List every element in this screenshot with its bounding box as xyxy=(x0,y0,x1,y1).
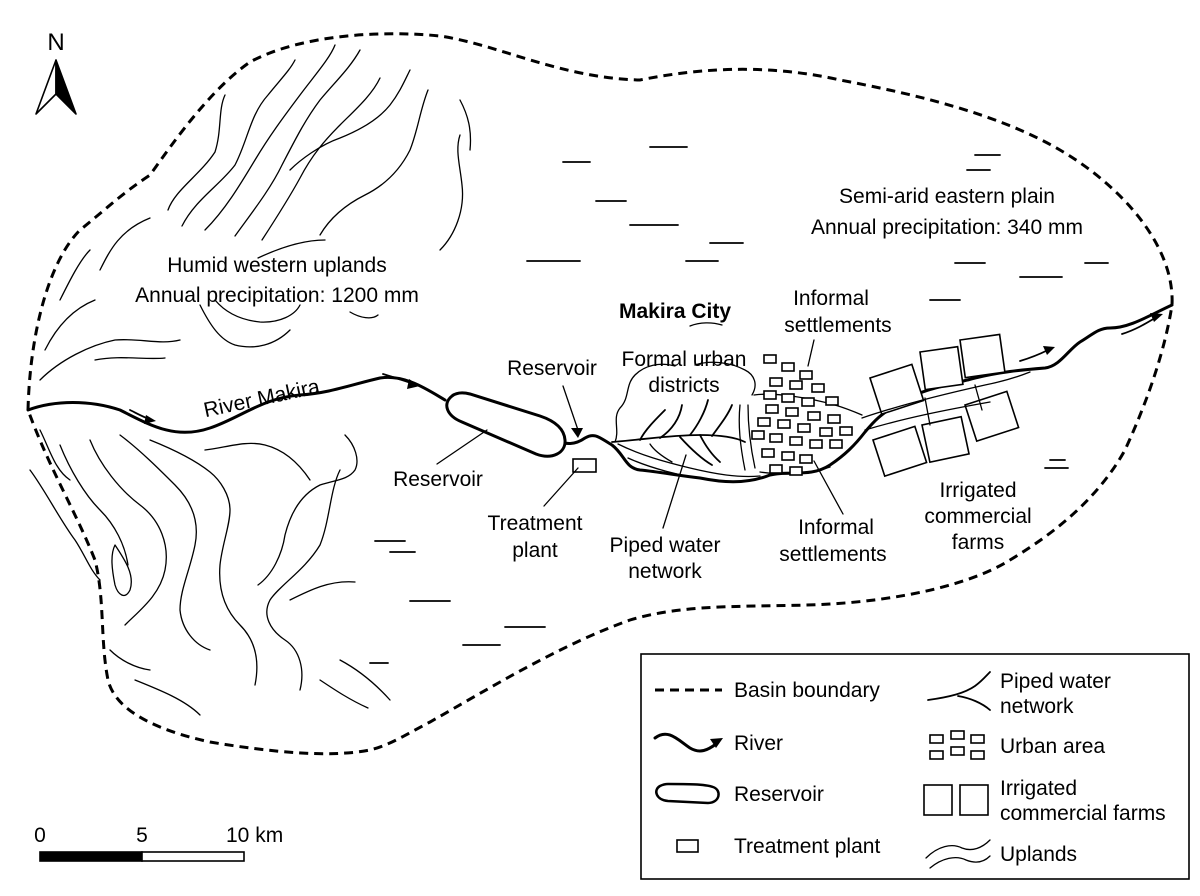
leader-lines xyxy=(436,339,844,529)
piped-label-2: network xyxy=(628,560,702,583)
legend-piped-icon xyxy=(927,671,991,711)
uplands-north xyxy=(39,44,472,381)
informal-bottom-label-1: Informal xyxy=(798,516,874,539)
informal-bottom-label-2: settlements xyxy=(779,543,886,566)
river-makira xyxy=(26,303,1174,484)
region-west-name: Humid western uplands xyxy=(167,254,386,277)
river-label: River Makira xyxy=(202,375,322,422)
scale-bar-dark xyxy=(39,851,143,862)
legend-piped-label-2: network xyxy=(1000,695,1074,718)
farms-label-3: farms xyxy=(952,531,1005,554)
reservoir-label-1: Reservoir xyxy=(393,468,483,491)
formal-label-2: districts xyxy=(648,374,719,397)
legend-farms-icon xyxy=(923,784,989,816)
region-east-name: Semi-arid eastern plain xyxy=(839,185,1055,208)
city-label: Makira City xyxy=(619,300,731,323)
farms-label-1: Irrigated xyxy=(939,479,1016,502)
north-arrow-right-half xyxy=(55,59,77,115)
legend-river-label: River xyxy=(734,732,783,755)
region-east-precip: Annual precipitation: 340 mm xyxy=(811,216,1083,239)
formal-label-1: Formal urban xyxy=(622,348,747,371)
legend-treatment-label: Treatment plant xyxy=(734,835,880,858)
scale-tick-10: 10 km xyxy=(226,824,283,847)
north-arrow-left-half xyxy=(35,59,57,115)
legend-frame xyxy=(640,653,1190,880)
piped-water-network xyxy=(611,434,746,443)
legend-farms-label-1: Irrigated xyxy=(1000,777,1077,800)
north-arrow: N xyxy=(35,29,77,115)
reservoir-shape xyxy=(445,391,567,458)
scale-bar-light xyxy=(141,851,245,862)
legend-piped-label-1: Piped water xyxy=(1000,670,1111,693)
region-west-precip: Annual precipitation: 1200 mm xyxy=(135,284,419,307)
treatment-label-1: Treatment xyxy=(488,512,583,535)
legend-river-icon xyxy=(653,732,723,753)
makira-city xyxy=(611,322,761,481)
north-label: N xyxy=(47,29,64,56)
scale-tick-0: 0 xyxy=(34,824,46,847)
irrigated-farms xyxy=(861,333,1031,478)
legend-uplands-label: Uplands xyxy=(1000,843,1077,866)
uplands-south xyxy=(29,429,391,716)
legend-urban-label: Urban area xyxy=(1000,735,1105,758)
plain-dashes xyxy=(369,146,1109,664)
legend-uplands-icon xyxy=(925,839,991,869)
scale-tick-5: 5 xyxy=(136,824,148,847)
reservoir-label-2: Reservoir xyxy=(507,357,597,380)
farms-label-2: commercial xyxy=(924,505,1031,528)
informal-top-label-2: settlements xyxy=(784,314,891,337)
legend-reservoir-label: Reservoir xyxy=(734,783,824,806)
informal-settlements xyxy=(751,354,863,476)
basin-boundary xyxy=(26,32,1174,756)
treatment-plant-symbol xyxy=(572,458,597,473)
flow-arrow-4 xyxy=(1121,317,1156,335)
scale-bar: 0 5 10 km xyxy=(34,824,283,862)
informal-top-label-1: Informal xyxy=(793,287,869,310)
piped-label-1: Piped water xyxy=(610,534,721,557)
legend-reservoir-icon xyxy=(655,782,720,805)
legend-farms-label-2: commercial farms xyxy=(1000,802,1166,825)
legend: Basin boundary River Reservoir Treatment… xyxy=(640,653,1190,880)
river-line xyxy=(26,375,447,434)
legend-urban-icon xyxy=(929,730,985,760)
legend-boundary-label: Basin boundary xyxy=(734,679,880,702)
flow-arrow-3 xyxy=(1019,349,1049,362)
legend-treatment-icon xyxy=(676,839,699,853)
treatment-label-2: plant xyxy=(512,539,558,562)
